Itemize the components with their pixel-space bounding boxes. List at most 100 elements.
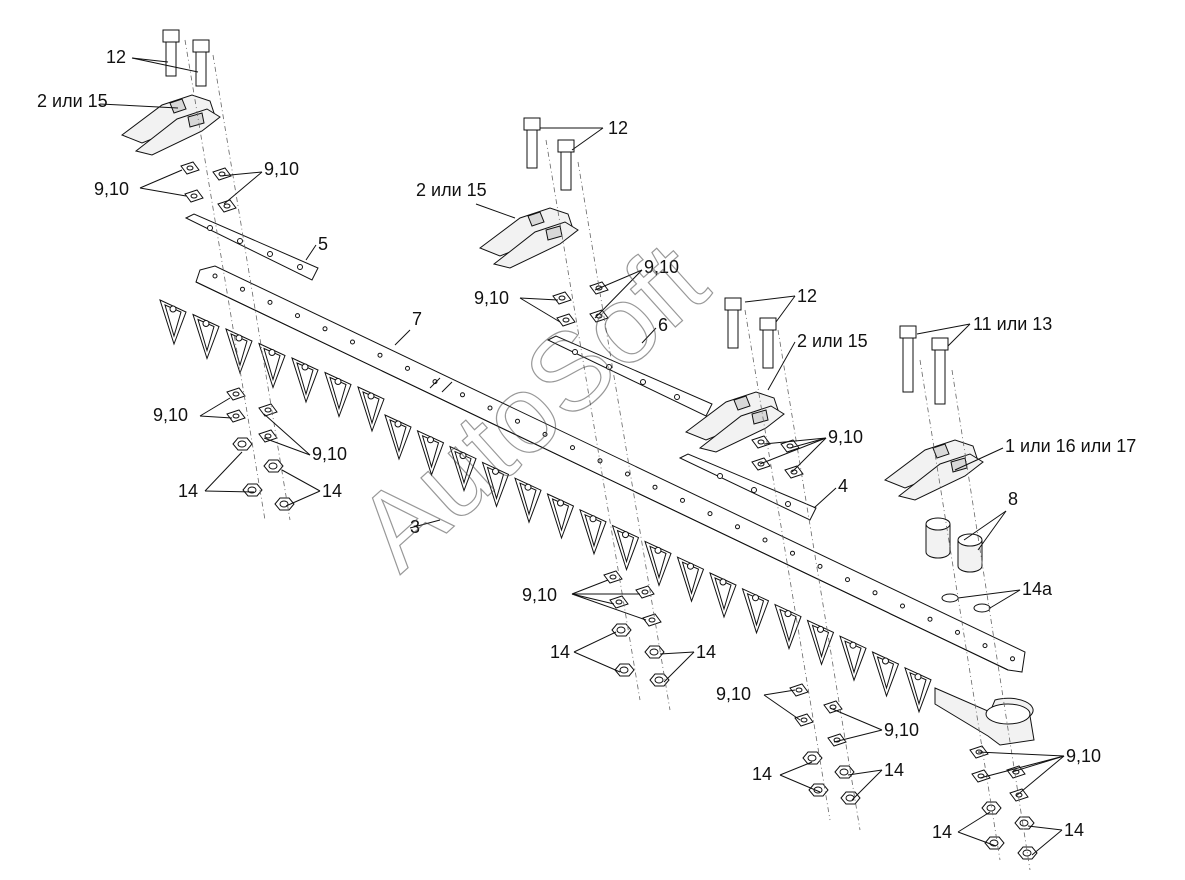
label-14: 14 <box>1064 820 1084 840</box>
knife-rivet <box>849 641 857 649</box>
bolt-shank <box>762 329 774 369</box>
knife-rivet <box>427 436 434 444</box>
knife-rivet <box>169 305 177 313</box>
bar-hole <box>1010 656 1015 662</box>
bar-hole <box>680 497 685 503</box>
leader-line <box>977 751 1065 757</box>
square-washer-hole <box>186 165 194 171</box>
plate-6-hole <box>606 364 612 370</box>
leader-line <box>851 769 883 801</box>
bolt-head <box>899 325 917 339</box>
leader-line <box>199 397 231 417</box>
plate-6-hole <box>640 379 646 385</box>
leader-line <box>571 127 604 151</box>
hex-nut-hole <box>986 804 996 812</box>
leader-line <box>1015 755 1065 797</box>
washer-14a <box>973 603 991 613</box>
leader-line <box>475 203 516 219</box>
bar-hole <box>515 418 520 424</box>
label-7: 7 <box>412 309 422 329</box>
leader-line <box>989 589 1021 609</box>
knife-rivet <box>394 420 402 428</box>
guard-slot <box>932 443 950 459</box>
bolt-shank <box>727 309 739 349</box>
label-12: 12 <box>106 47 126 67</box>
parts-layer <box>120 29 1038 871</box>
plate-4-hole <box>751 487 757 493</box>
knife-rivet <box>817 625 824 633</box>
bushing-8-top <box>925 517 951 531</box>
bolt-shank <box>165 41 177 77</box>
leader-line <box>519 297 559 301</box>
bar-hole <box>900 603 905 609</box>
center-line <box>951 369 1031 871</box>
leader-line <box>223 171 263 205</box>
leader-line <box>409 519 441 529</box>
leader-line <box>281 469 321 492</box>
leader-line <box>219 171 263 177</box>
leader-line <box>204 490 255 493</box>
leader-line <box>759 437 827 465</box>
knife-rivet <box>557 499 564 507</box>
leader-line <box>99 103 179 109</box>
label-9-10: 9,10 <box>94 179 129 199</box>
hex-nut-hole <box>845 794 855 802</box>
plate-6 <box>546 335 713 417</box>
leader-line <box>829 707 883 731</box>
bolt-shank <box>934 349 946 405</box>
label-14: 14 <box>932 822 952 842</box>
leader-line <box>779 774 821 793</box>
bar-hole <box>625 471 630 477</box>
leader-line <box>957 589 1021 599</box>
label-14: 14 <box>322 481 342 501</box>
bar-hole <box>460 392 465 398</box>
square-washer-hole <box>609 574 617 580</box>
bar-hole <box>267 299 273 305</box>
leader-line <box>263 413 311 456</box>
bar-hole <box>955 629 960 635</box>
leader-line <box>519 297 561 323</box>
label-9-10: 9,10 <box>522 585 557 605</box>
leader-line <box>789 437 827 449</box>
knife-rivet <box>301 363 309 371</box>
leader-line <box>594 269 643 319</box>
center-line <box>744 309 831 821</box>
label-14: 14 <box>178 481 198 501</box>
leader-line <box>305 244 317 261</box>
leader-line <box>763 694 801 721</box>
leader-line <box>744 295 796 303</box>
bar-hole <box>652 484 658 490</box>
label-4: 4 <box>838 476 848 496</box>
bar-hole <box>570 445 575 451</box>
label-14: 14 <box>884 760 904 780</box>
square-washer-hole <box>223 203 231 209</box>
leader-line <box>659 651 695 655</box>
guard-1 <box>883 439 984 501</box>
bushing-8-top <box>957 533 983 547</box>
knife-rivet <box>524 483 532 491</box>
plate-5-hole <box>267 251 273 257</box>
leader-line <box>139 187 187 197</box>
bolt-12 <box>162 29 180 77</box>
leader-line <box>131 57 199 73</box>
leader-line <box>763 689 796 696</box>
leader-line <box>594 269 643 291</box>
bar-hole <box>487 405 493 411</box>
square-washer-hole <box>757 439 765 445</box>
bar-hole <box>542 431 548 437</box>
plate-4 <box>678 453 817 521</box>
knife-head <box>934 687 1035 746</box>
leader-line <box>573 651 621 673</box>
hex-nut-hole <box>619 666 629 674</box>
bar-hole <box>377 352 383 358</box>
square-washer-hole <box>232 413 240 419</box>
leader-line <box>1027 825 1063 831</box>
bolt-12 <box>523 117 541 169</box>
square-washer-hole <box>264 407 272 413</box>
bar-hole <box>927 616 933 622</box>
bar-hole <box>212 273 218 279</box>
plate-5-hole <box>207 225 213 231</box>
bolt-head <box>523 117 541 131</box>
